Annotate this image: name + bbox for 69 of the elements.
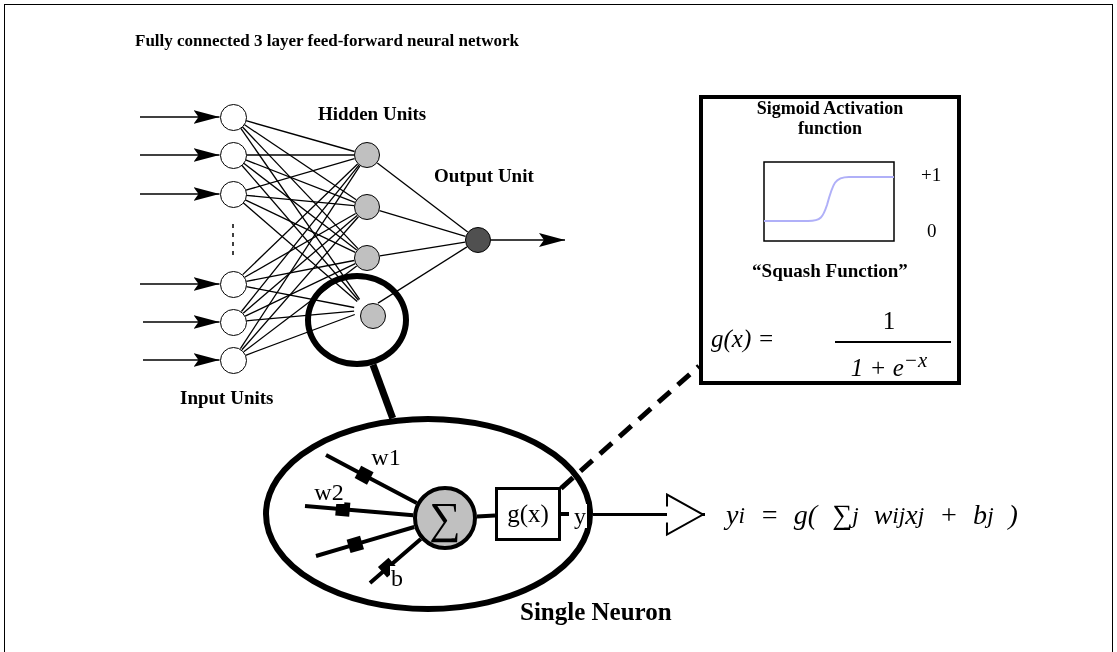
input-unit-circle — [219, 308, 247, 336]
weighted-input-line — [325, 453, 418, 505]
connection-line — [376, 162, 469, 233]
connection-line — [242, 214, 358, 314]
weighted-input-line — [315, 525, 415, 558]
connection-line — [242, 163, 359, 276]
input-unit-circle — [219, 103, 247, 131]
connection-line — [242, 202, 358, 303]
arrow — [139, 110, 221, 124]
dashed-line — [559, 364, 701, 491]
connection-line — [245, 310, 355, 322]
layer-label: Input Units — [180, 388, 274, 409]
connection-line — [243, 162, 358, 251]
function-box: g(x) — [495, 487, 561, 541]
weighted-input-line — [304, 502, 414, 518]
title: Fully connected 3 layer feed-forward neural network — [135, 32, 519, 51]
hidden-unit-circle — [354, 245, 380, 271]
hidden-unit-circle — [354, 194, 380, 220]
arrow — [139, 148, 221, 162]
connection-line — [245, 194, 355, 207]
connection-line — [239, 165, 361, 350]
connection-line — [245, 157, 356, 191]
tick-label: +1 — [921, 165, 942, 186]
connection-line — [244, 199, 356, 254]
connection-line — [245, 120, 356, 153]
connection-line — [240, 127, 361, 300]
connection-line — [244, 313, 356, 356]
connection-line — [379, 241, 466, 257]
connection-line — [561, 512, 569, 516]
connection-line — [243, 123, 357, 201]
activation-panel — [699, 95, 961, 385]
connection-line — [245, 259, 355, 283]
formula-text: 1 + e$^{−x}$ — [849, 349, 929, 382]
connection-line — [476, 513, 496, 519]
input-unit-circle — [219, 141, 247, 169]
hidden-unit-circle — [354, 142, 380, 168]
connection-line — [378, 210, 467, 237]
connection-line — [244, 159, 356, 203]
weighted-input-line — [368, 537, 423, 585]
connection-line — [243, 265, 358, 353]
hidden-unit-circle — [360, 303, 386, 329]
input-unit-circle — [219, 346, 247, 374]
output-unit-circle — [465, 227, 491, 253]
input-unit-circle — [219, 270, 247, 298]
connection-line — [245, 285, 355, 309]
connection-line — [244, 262, 356, 317]
layer-label: Hidden Units — [318, 104, 427, 125]
arrow — [139, 187, 221, 201]
arrow — [139, 277, 221, 291]
magnifier-circle — [305, 273, 409, 367]
connection-line — [241, 126, 359, 250]
neuron-caption: Single Neuron — [520, 598, 672, 626]
input-unit-circle — [219, 180, 247, 208]
arrow — [142, 353, 221, 367]
panel-heading: Sigmoid Activation function — [755, 99, 905, 139]
connection-line — [377, 246, 468, 304]
layer-label: Output Unit — [434, 166, 534, 187]
connection-line — [369, 363, 396, 420]
summation-circle: ∑ — [413, 486, 477, 550]
panel-subheading: “Squash Function” — [751, 261, 909, 282]
formula-text: g(x) = — [711, 325, 775, 353]
formula-text: 1 — [881, 307, 897, 335]
connection-line — [245, 154, 355, 156]
edge-label: y — [573, 504, 587, 528]
arrow — [490, 233, 566, 247]
arrow — [142, 315, 221, 329]
connection-line — [241, 216, 360, 351]
tick-label: 0 — [927, 221, 937, 242]
connection-line — [244, 212, 357, 278]
